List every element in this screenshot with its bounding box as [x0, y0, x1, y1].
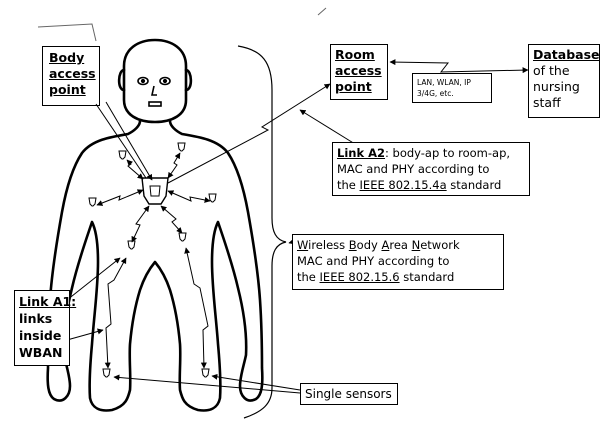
database-line2: of the: [533, 63, 595, 79]
network-line2: 3/4G, etc.: [417, 88, 487, 99]
link-a1-box: Link A1: links inside WBAN: [14, 290, 70, 366]
network-link-path: [390, 62, 528, 72]
single-sensors-box: Single sensors: [300, 383, 398, 405]
body-ap-pointer-2: [96, 104, 146, 178]
corner-stroke-right: [318, 8, 326, 15]
sensor-left-shoulder: [119, 151, 126, 159]
network-label-box: LAN, WLAN, IP 3/4G, etc.: [412, 73, 492, 103]
wban-title: Wireless Body Area Network: [297, 237, 499, 253]
database-line1: Database: [533, 47, 595, 63]
sensor-left-arm: [89, 198, 96, 206]
wban-n: N: [412, 238, 421, 252]
link-a2-line3-prefix: the: [337, 178, 360, 192]
sensor-right-arm: [209, 194, 216, 202]
link-a2-text1: : body-ap to room-ap,: [385, 146, 510, 160]
single-sensors-label: Single sensors: [305, 386, 393, 402]
wban-line3-prefix: the: [297, 270, 320, 284]
link-a1-line1: Link A1:: [19, 293, 65, 310]
sensor-right-ankle: [202, 369, 209, 377]
wban-ody: ody: [357, 238, 382, 252]
link-a1-pointer-lower: [67, 330, 103, 340]
body-access-point-hub: [142, 178, 168, 204]
link-a2-path: [168, 84, 330, 183]
single-sensor-pointer-right: [212, 376, 300, 390]
room-ap-line1: Room: [335, 47, 383, 63]
room-ap-line2: access: [335, 63, 383, 79]
wban-box: Wireless Body Area Network MAC and PHY a…: [292, 234, 504, 290]
database-line4: staff: [533, 95, 595, 111]
link-a1-line4: WBAN: [19, 344, 65, 361]
sensor-right-hip: [179, 233, 186, 241]
wban-rea: rea: [389, 238, 411, 252]
link-a2-box: Link A2: body-ap to room-ap, MAC and PHY…: [332, 142, 530, 196]
link-a2-line3-suffix: standard: [447, 178, 502, 192]
sensor-left-ankle: [103, 369, 110, 377]
wban-w: W: [297, 238, 308, 252]
link-a2-standard: IEEE 802.15.4a: [360, 178, 447, 192]
wban-line3-suffix: standard: [400, 270, 455, 284]
link-a2-pointer: [300, 110, 355, 144]
link-a1-line2: links: [19, 310, 65, 327]
wban-ireless: ireless: [308, 238, 349, 252]
wban-line2: MAC and PHY according to: [297, 253, 499, 269]
link-a2-title: Link A2: [337, 146, 385, 160]
network-line1: LAN, WLAN, IP: [417, 77, 487, 88]
wban-etwork: etwork: [420, 238, 459, 252]
wban-standard: IEEE 802.15.6: [320, 270, 400, 284]
sensor-right-shoulder: [178, 143, 185, 151]
body-ap-frame: [42, 46, 100, 106]
sensor-left-hip: [128, 241, 135, 249]
link-a2-line2: MAC and PHY according to: [337, 161, 525, 177]
link-a1-line3: inside: [19, 327, 65, 344]
corner-stroke-left: [38, 24, 96, 41]
database-box: Database of the nursing staff: [528, 44, 600, 118]
wban-b: B: [349, 238, 357, 252]
room-access-point-box: Room access point: [330, 44, 388, 100]
database-line3: nursing: [533, 79, 595, 95]
room-ap-line3: point: [335, 79, 383, 95]
face: [138, 78, 170, 107]
